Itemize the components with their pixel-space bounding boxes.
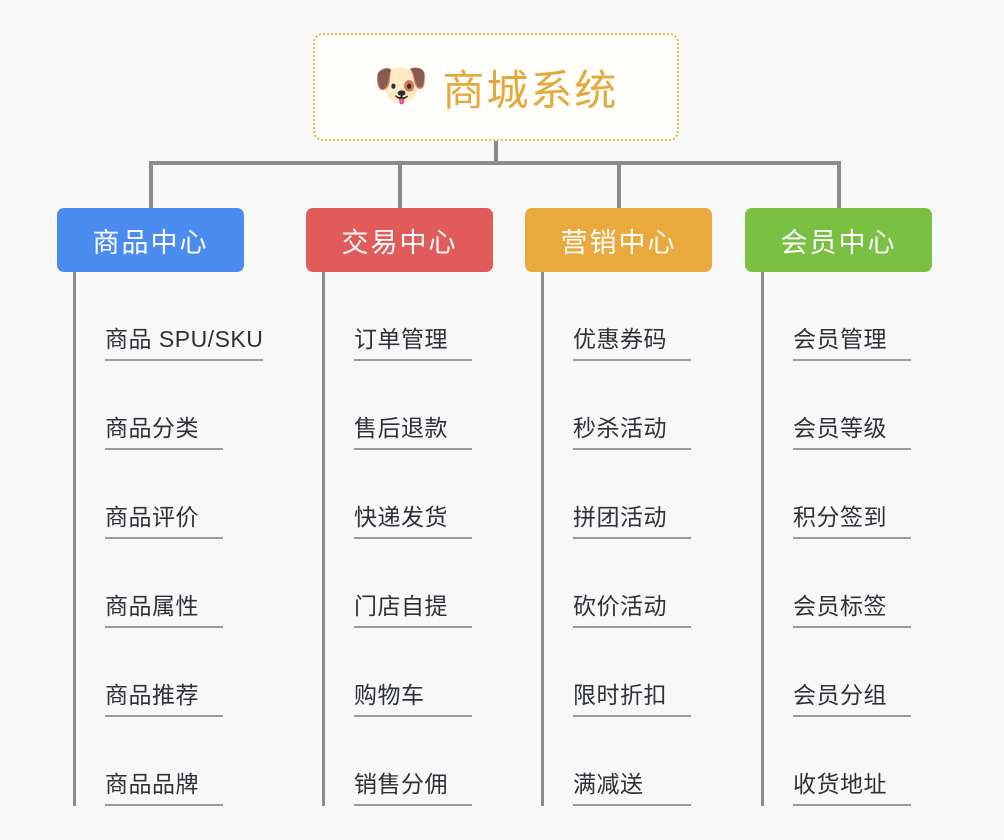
leaf-item-label: 商品分类	[105, 417, 223, 450]
leaf-item[interactable]: 商品分类	[76, 361, 223, 450]
category-box-product-center[interactable]: 商品中心	[57, 208, 244, 272]
leaf-item-label: 商品属性	[105, 595, 223, 628]
leaf-item[interactable]: 优惠券码	[544, 272, 691, 361]
leaf-item-label: 购物车	[354, 684, 472, 717]
connector-drop-product-center	[148, 161, 153, 208]
root-node[interactable]: 🐶 商城系统	[313, 33, 679, 141]
category-box-marketing-center[interactable]: 营销中心	[525, 208, 712, 272]
leaf-item-label: 会员分组	[793, 684, 911, 717]
leaf-item-label: 会员管理	[793, 328, 911, 361]
leaf-item-label: 商品评价	[105, 506, 223, 539]
leaf-item[interactable]: 满减送	[544, 717, 691, 806]
category-box-member-center[interactable]: 会员中心	[745, 208, 932, 272]
shiba-dog-icon: 🐶	[373, 61, 429, 110]
leaf-item-label: 满减送	[573, 773, 691, 806]
leaf-item[interactable]: 会员管理	[764, 272, 911, 361]
leaf-item[interactable]: 收货地址	[764, 717, 911, 806]
leaf-item[interactable]: 门店自提	[325, 539, 472, 628]
leaf-item-label: 会员标签	[793, 595, 911, 628]
leaf-item-label: 优惠券码	[573, 328, 691, 361]
category-label: 交易中心	[341, 227, 458, 258]
leaf-item[interactable]: 售后退款	[325, 361, 472, 450]
leaf-item-label: 会员等级	[793, 417, 911, 450]
leaf-item-label: 商品品牌	[105, 773, 223, 806]
category-label: 商品中心	[92, 227, 209, 258]
leaf-spine	[73, 272, 76, 806]
leaf-item-label: 秒杀活动	[573, 417, 691, 450]
leaf-item-label: 砍价活动	[573, 595, 691, 628]
connector-root-stem	[494, 141, 498, 164]
leaf-item-label: 收货地址	[793, 773, 911, 806]
leaf-item-label: 商品推荐	[105, 684, 223, 717]
leaf-item-label: 拼团活动	[573, 506, 691, 539]
category-box-trade-center[interactable]: 交易中心	[306, 208, 493, 272]
leaf-item[interactable]: 秒杀活动	[544, 361, 691, 450]
leaf-item-label: 订单管理	[354, 328, 472, 361]
leaf-item-label: 销售分佣	[354, 773, 472, 806]
connector-horizontal-bus	[150, 161, 840, 165]
connector-drop-trade-center	[397, 161, 402, 208]
leaf-item-label: 售后退款	[354, 417, 472, 450]
leaf-item[interactable]: 商品 SPU/SKU	[76, 272, 264, 361]
leaf-item-label: 限时折扣	[573, 684, 691, 717]
connector-drop-marketing-center	[616, 161, 621, 208]
root-title: 商城系统	[442, 66, 619, 114]
leaf-item[interactable]: 会员分组	[764, 628, 911, 717]
leaf-item[interactable]: 快递发货	[325, 450, 472, 539]
leaf-item[interactable]: 商品评价	[76, 450, 223, 539]
leaf-item[interactable]: 积分签到	[764, 450, 911, 539]
leaf-item[interactable]: 商品属性	[76, 539, 223, 628]
leaf-item[interactable]: 会员等级	[764, 361, 911, 450]
leaf-item[interactable]: 砍价活动	[544, 539, 691, 628]
leaf-item[interactable]: 订单管理	[325, 272, 472, 361]
category-label: 营销中心	[560, 227, 677, 258]
leaf-spine	[541, 272, 544, 806]
leaf-item[interactable]: 购物车	[325, 628, 472, 717]
leaf-item[interactable]: 商品推荐	[76, 628, 223, 717]
leaf-item-label: 门店自提	[354, 595, 472, 628]
leaf-item[interactable]: 拼团活动	[544, 450, 691, 539]
leaf-item-label: 快递发货	[354, 506, 472, 539]
leaf-item[interactable]: 销售分佣	[325, 717, 472, 806]
leaf-item[interactable]: 限时折扣	[544, 628, 691, 717]
leaf-item[interactable]: 商品品牌	[76, 717, 223, 806]
category-label: 会员中心	[780, 227, 897, 258]
leaf-spine	[322, 272, 325, 806]
leaf-spine	[761, 272, 764, 806]
connector-drop-member-center	[836, 161, 841, 208]
leaf-item-label: 积分签到	[793, 506, 911, 539]
leaf-item-label: 商品 SPU/SKU	[105, 328, 264, 361]
leaf-item[interactable]: 会员标签	[764, 539, 911, 628]
